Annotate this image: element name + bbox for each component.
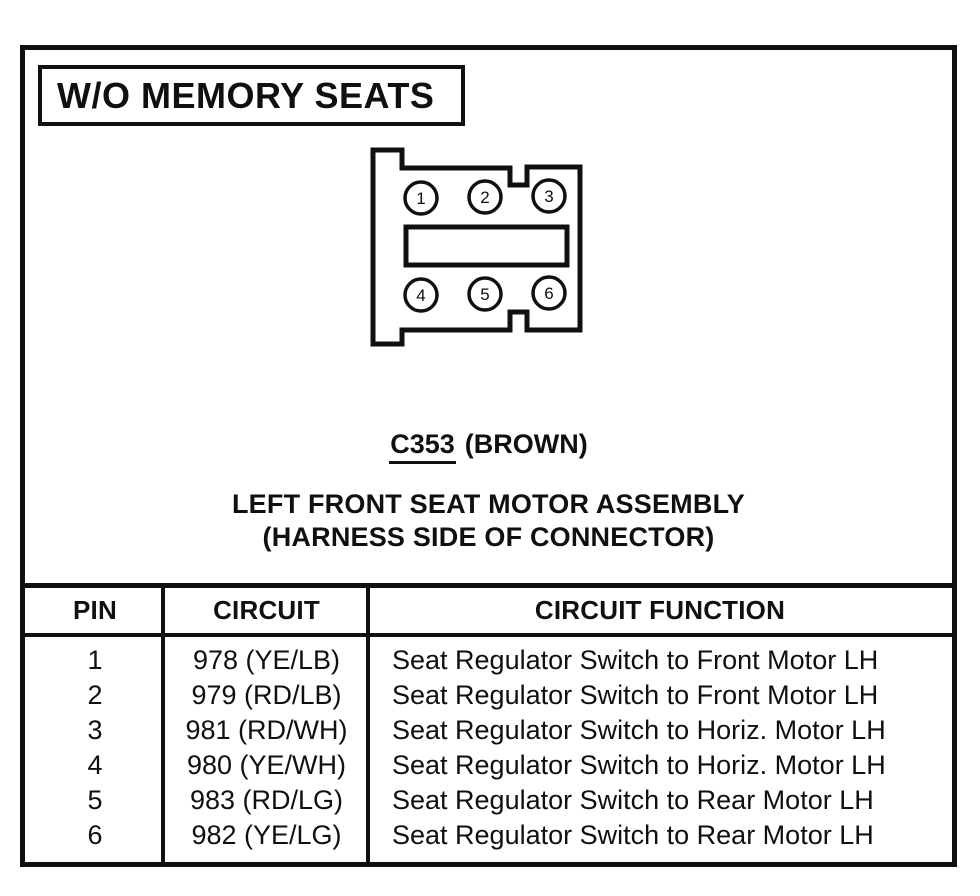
title-box: W/O MEMORY SEATS [38, 65, 465, 126]
table-row: 4 980 (YE/WH) Seat Regulator Switch to H… [25, 748, 952, 783]
circuit-cell: 979 (RD/LB) [191, 680, 342, 710]
pin-2: 2 [467, 179, 503, 215]
pin-5-label: 5 [480, 285, 489, 304]
pin-2-label: 2 [480, 188, 489, 207]
table-body: 1 978 (YE/LB) Seat Regulator Switch to F… [25, 637, 952, 853]
pin-cell: 3 [87, 715, 103, 745]
pin-table: PIN CIRCUIT CIRCUIT FUNCTION 1 978 (YE/L… [20, 583, 957, 867]
column-divider-1 [161, 588, 165, 862]
pin-6-label: 6 [544, 284, 553, 303]
function-cell: Seat Regulator Switch to Front Motor LH [392, 680, 879, 710]
function-cell: Seat Regulator Switch to Front Motor LH [392, 645, 879, 675]
circuit-cell: 980 (YE/WH) [186, 750, 347, 780]
table-row: 6 982 (YE/LG) Seat Regulator Switch to R… [25, 818, 952, 853]
circuit-cell: 983 (RD/LG) [189, 785, 344, 815]
circuit-cell: 981 (RD/WH) [185, 715, 348, 745]
page-title: W/O MEMORY SEATS [57, 74, 435, 116]
function-cell: Seat Regulator Switch to Horiz. Motor LH [392, 750, 886, 780]
connector-id-caption: C353 (BROWN) [20, 429, 957, 465]
pin-4: 4 [403, 277, 439, 313]
function-cell: Seat Regulator Switch to Rear Motor LH [392, 820, 874, 850]
col-header-circuit-function: CIRCUIT FUNCTION [534, 595, 786, 625]
pin-1: 1 [403, 180, 439, 216]
pin-3: 3 [531, 178, 567, 214]
connector-id: C353 [389, 429, 456, 465]
pin-3-label: 3 [544, 187, 553, 206]
col-header-circuit: CIRCUIT [213, 595, 320, 625]
assembly-caption: LEFT FRONT SEAT MOTOR ASSEMBLY [231, 489, 745, 519]
connector-diagram: 1 2 3 4 5 6 [370, 147, 583, 347]
circuit-cell: 978 (YE/LB) [192, 645, 341, 675]
function-cell: Seat Regulator Switch to Rear Motor LH [392, 785, 874, 815]
table-row: 2 979 (RD/LB) Seat Regulator Switch to F… [25, 678, 952, 713]
pin-1-label: 1 [416, 189, 425, 208]
pin-cell: 6 [87, 820, 103, 850]
column-divider-2 [366, 588, 370, 862]
pin-cell: 2 [87, 680, 103, 710]
connector-keyway-slot [403, 224, 570, 268]
table-row: 1 978 (YE/LB) Seat Regulator Switch to F… [25, 643, 952, 678]
harness-side-caption: (HARNESS SIDE OF CONNECTOR) [262, 522, 715, 552]
table-row: 5 983 (RD/LG) Seat Regulator Switch to R… [25, 783, 952, 818]
table-row: 3 981 (RD/WH) Seat Regulator Switch to H… [25, 713, 952, 748]
connector-color: (BROWN) [464, 429, 588, 459]
pin-cell: 4 [87, 750, 103, 780]
pin-6: 6 [531, 275, 567, 311]
circuit-cell: 982 (YE/LG) [191, 820, 342, 850]
pin-5: 5 [467, 276, 503, 312]
pin-cell: 1 [87, 645, 103, 675]
function-cell: Seat Regulator Switch to Horiz. Motor LH [392, 715, 886, 745]
pin-4-label: 4 [416, 286, 425, 305]
table-header-row: PIN CIRCUIT CIRCUIT FUNCTION [25, 588, 952, 637]
pin-cell: 5 [87, 785, 103, 815]
col-header-pin: PIN [73, 595, 117, 625]
